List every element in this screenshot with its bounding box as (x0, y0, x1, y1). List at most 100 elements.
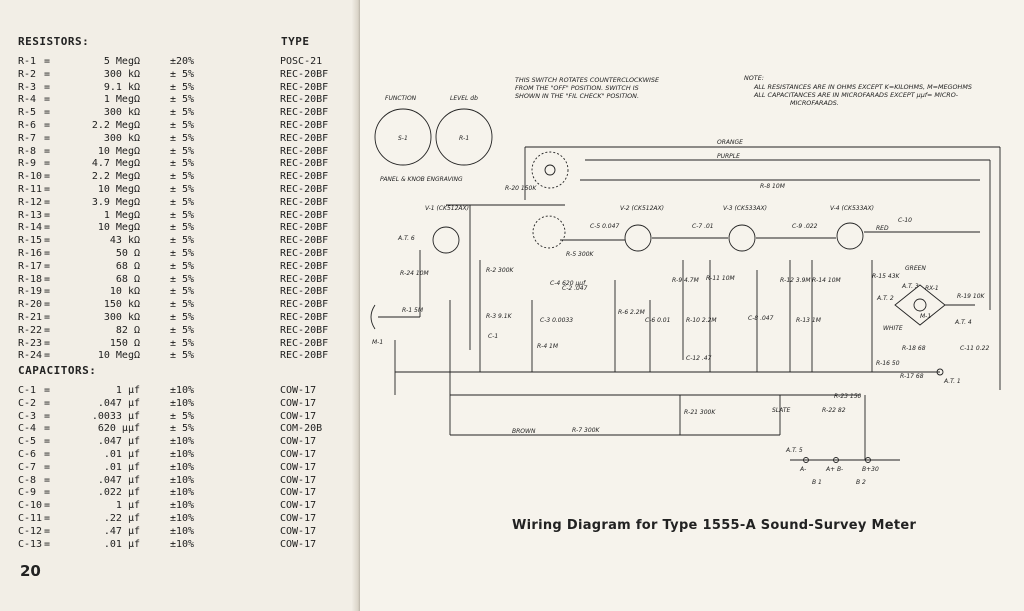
part-type: REC-20BF (280, 120, 329, 131)
equals-sign: = (44, 423, 51, 435)
resistor-row: R-24=10 MegΩ± 5%REC-20BF (18, 350, 348, 362)
c8-label: C-8 .047 (748, 315, 774, 322)
resistor-row: R-23= 150 Ω ± 5% REC-20BF (18, 338, 348, 350)
microphone-symbol (370, 304, 376, 330)
part-tolerance: ± 5% (170, 273, 195, 285)
equals-sign: = (44, 248, 51, 259)
part-tolerance: ± 5% (170, 196, 195, 208)
part-tolerance: ±10% (170, 487, 195, 499)
resistor-row: R-8=10 MegΩ± 5%REC-20BF (18, 146, 348, 158)
part-type: REC-20BF (280, 337, 329, 349)
r3-label: R-3 9.1K (486, 313, 513, 320)
part-tolerance: ± 5% (170, 68, 195, 80)
r1-label: R-1 5M (402, 307, 424, 314)
part-tolerance: ± 5% (170, 171, 195, 183)
r2-label: R-2 300K (486, 267, 515, 274)
equals-sign: = (44, 337, 51, 349)
resistor-row: R-19=10 kΩ± 5%REC-20BF (18, 286, 348, 298)
resistor-row: R-20=150 kΩ± 5%REC-20BF (18, 299, 348, 311)
meter-m1 (913, 298, 927, 312)
part-ref: R-5 (18, 107, 37, 119)
part-ref: R-19 (18, 286, 43, 298)
part-value: 10 MegΩ (97, 145, 140, 157)
part-ref: C-10 (18, 500, 43, 512)
v3-tube (728, 224, 756, 252)
v1-tube (432, 226, 460, 254)
part-type: REC-20BF (280, 171, 329, 183)
part-tolerance: ±10% (170, 513, 195, 524)
capacitor-row: C-12=.47 μf±10%COW-17 (18, 526, 348, 538)
part-type: REC-20BF (280, 273, 329, 285)
part-ref: C-11 (18, 513, 43, 524)
part-type: REC-20BF (280, 68, 329, 80)
function-knob (374, 108, 432, 166)
switch-note-2: FROM THE "OFF" POSITION. SWITCH IS (515, 84, 639, 92)
part-tolerance: ± 5% (170, 184, 195, 195)
part-type: REC-20BF (280, 248, 329, 259)
part-type: REC-20BF (280, 260, 329, 272)
r6-label: R-6 2.2M (618, 309, 646, 316)
part-ref: C-5 (18, 436, 37, 448)
part-tolerance: ±10% (170, 500, 195, 512)
part-value: 150 Ω (109, 337, 140, 349)
v1-label: V-1 (CK512AX) (425, 205, 469, 212)
capacitor-row: C-1=1 μf±10%COW-17 (18, 385, 348, 397)
function-label: FUNCTION (385, 95, 417, 102)
c9-label: C-9 .022 (792, 223, 818, 230)
switch-note-3: SHOWN IN THE "FIL CHECK" POSITION. (515, 92, 639, 100)
part-type: REC-20BF (280, 222, 329, 234)
equals-sign: = (44, 120, 51, 131)
part-type: POSC-21 (280, 56, 323, 67)
part-value: 1 μf (115, 385, 140, 396)
part-ref: R-4 (18, 94, 37, 106)
part-ref: R-14 (18, 222, 43, 234)
r16-label: R-16 50 (876, 360, 900, 367)
part-ref: R-6 (18, 120, 37, 131)
equals-sign: = (44, 273, 51, 285)
part-value: .047 μf (97, 474, 140, 486)
brown-label: BROWN (512, 428, 536, 435)
part-ref: C-12 (18, 525, 43, 537)
part-ref: C-13 (18, 538, 43, 550)
part-value: 300 kΩ (103, 312, 140, 323)
resistor-row: R-10=2.2 MegΩ± 5%REC-20BF (18, 171, 348, 183)
c4-label: C-4 620 μμf (550, 280, 586, 287)
c3-label: C-3 0.0033 (540, 317, 573, 324)
part-tolerance: ± 5% (170, 107, 195, 119)
note-line-3: MICROFARADS. (790, 99, 839, 107)
part-type: REC-20BF (280, 235, 329, 247)
white-label: WHITE (883, 325, 903, 332)
part-ref: R-10 (18, 171, 43, 183)
s1-lower-wafer (532, 215, 566, 249)
part-type: REC-20BF (280, 158, 329, 170)
equals-sign: = (44, 132, 51, 144)
page-number: 20 (20, 562, 41, 580)
c7-label: C-7 .01 (692, 223, 714, 230)
r21-label: R-21 300K (684, 409, 716, 416)
note-line-2: ALL CAPACITANCES ARE IN MICROFARADS EXCE… (753, 91, 959, 99)
part-ref: R-7 (18, 132, 37, 144)
part-tolerance: ±10% (170, 397, 195, 409)
part-ref: R-12 (18, 196, 43, 208)
r15-label: R-15 43K (872, 273, 901, 280)
at6-label: A.T. 6 (397, 235, 415, 242)
part-value: 2.2 MegΩ (91, 171, 140, 183)
equals-sign: = (44, 449, 51, 460)
part-ref: R-22 (18, 324, 43, 336)
r19-label: R-19 10K (957, 293, 986, 300)
part-type: REC-20BF (280, 145, 329, 157)
v2-label: V-2 (CK512AX) (620, 205, 664, 212)
r24-label: R-24 10M (400, 270, 430, 277)
part-ref: C-1 (18, 385, 37, 396)
equals-sign: = (44, 474, 51, 486)
resistor-row: R-13=1 MegΩ± 5%REC-20BF (18, 210, 348, 222)
part-tolerance: ±10% (170, 436, 195, 448)
part-tolerance: ± 5% (170, 248, 195, 259)
part-ref: R-23 (18, 337, 43, 349)
part-type: COW-17 (280, 436, 317, 448)
v3-label: V-3 (CK533AX) (723, 205, 767, 212)
resistor-row: R-9=4.7 MegΩ± 5%REC-20BF (18, 158, 348, 170)
part-type: COW-17 (280, 500, 317, 512)
part-tolerance: ± 5% (170, 337, 195, 349)
part-type: REC-20BF (280, 286, 329, 298)
